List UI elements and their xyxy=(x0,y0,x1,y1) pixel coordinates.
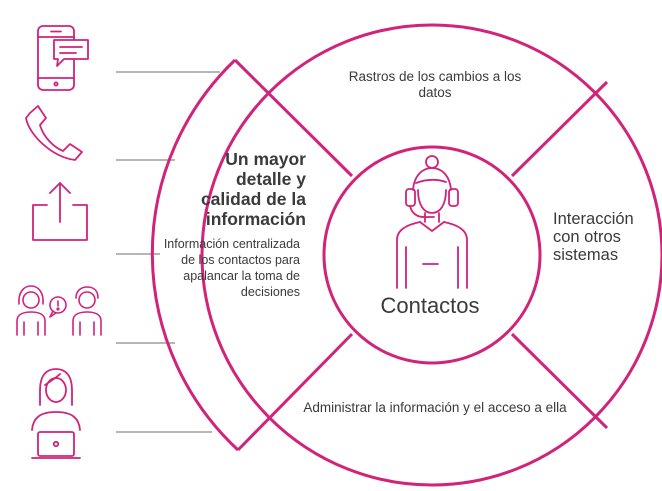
woman-laptop-icon xyxy=(31,368,81,459)
people-conversation-icon xyxy=(16,285,102,336)
right-segment-label: Interacción con otros sistemas xyxy=(553,210,634,264)
inner-circle xyxy=(322,145,542,365)
left-segment-arc xyxy=(150,58,240,452)
left-segment-description: Información centralizada de los contacto… xyxy=(163,237,300,299)
divider-bottom-left xyxy=(236,332,354,452)
phone-icon xyxy=(25,105,83,161)
divider-top-right xyxy=(510,80,609,178)
smartphone-chat-icon xyxy=(37,25,89,91)
call-center-agent-icon xyxy=(396,155,468,289)
connector-lines xyxy=(116,71,220,433)
bottom-segment-label: Administrar la información y el acceso a… xyxy=(303,400,567,415)
divider-bottom-right xyxy=(510,332,609,430)
upload-icon xyxy=(32,182,88,241)
divider-top-left xyxy=(233,58,354,178)
outer-ring xyxy=(150,23,662,487)
outer-circle xyxy=(200,23,662,487)
left-segment-title: Un mayor detalle y calidad de la informa… xyxy=(200,149,306,229)
center-label: Contactos xyxy=(380,293,480,318)
top-segment-label: Rastros de los cambios a los datos xyxy=(348,69,522,100)
